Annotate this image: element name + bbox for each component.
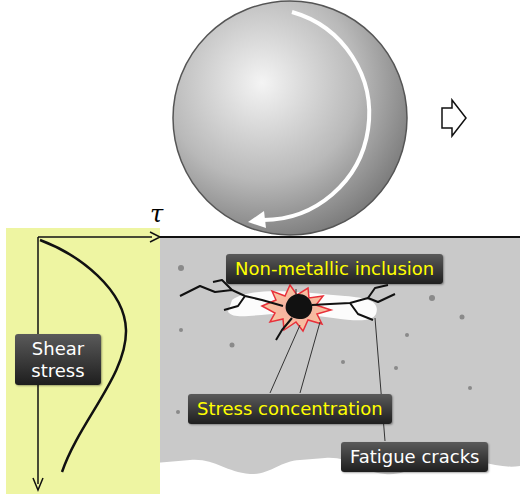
particles — [176, 265, 472, 414]
stress-concentration-label: Stress concentration — [188, 394, 392, 424]
surface-line — [152, 236, 520, 238]
stress-concentration — [262, 285, 331, 331]
fatigue-cracks — [180, 280, 395, 340]
motion-arrow — [442, 100, 466, 136]
non-metallic-inclusion — [286, 294, 313, 319]
label-text: Fatigue cracks — [350, 446, 479, 468]
substrate — [155, 237, 520, 474]
depth-axis-head — [33, 478, 43, 490]
shear-band — [228, 291, 377, 320]
label-text: Stress concentration — [197, 398, 383, 420]
rotation-arrowhead — [248, 211, 266, 228]
rotation-arrow — [262, 12, 369, 220]
shear-stress-label: Shear stress — [15, 334, 101, 385]
label-text: Non-metallic inclusion — [235, 258, 434, 280]
tau-symbol: τ — [150, 200, 163, 228]
label-text: Shear stress — [24, 338, 92, 381]
tau-axis-head — [150, 232, 160, 242]
shear-panel — [6, 228, 160, 494]
inclusion-label: Non-metallic inclusion — [226, 254, 443, 284]
fatigue-cracks-label: Fatigue cracks — [341, 442, 488, 472]
rolling-ball — [173, 1, 407, 235]
tau-axis — [38, 236, 152, 238]
